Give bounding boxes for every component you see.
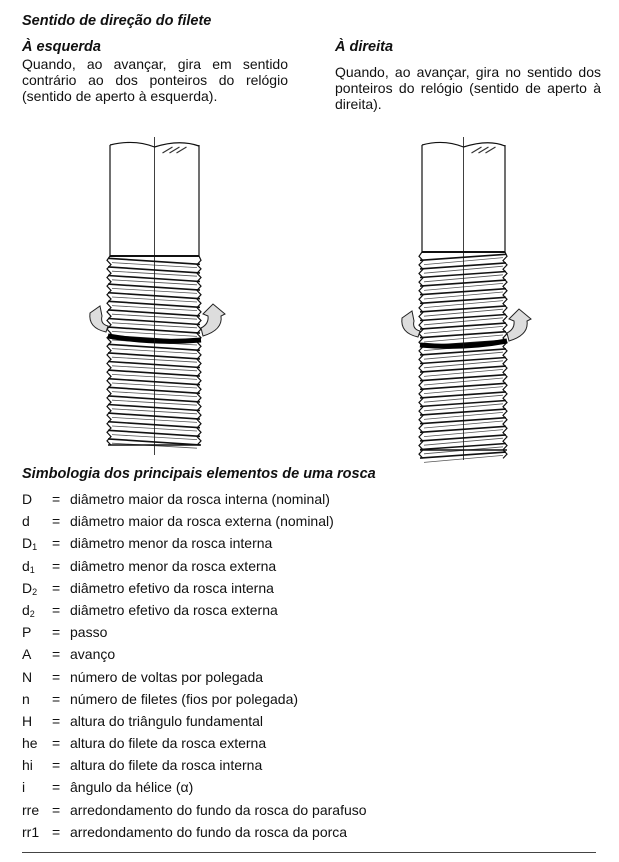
symbol: he — [22, 735, 38, 752]
symbol-description: altura do filete da rosca interna — [70, 757, 263, 774]
symbol-row: N = número de voltas por polegada — [22, 666, 367, 688]
left-hand-heading: À esquerda — [22, 39, 101, 55]
right-hand-description: Quando, ao avançar, gira no sentido dos … — [335, 64, 601, 112]
symbol-row: rre = arredondamento do fundo da rosca do … — [22, 799, 367, 821]
equals-sign: = — [52, 646, 61, 663]
symbol-row: i = ângulo da hélice (α) — [22, 776, 367, 798]
symbol-row: d1 = diâmetro menor da rosca externa — [22, 555, 367, 577]
symbol: D1 — [22, 535, 38, 553]
thread-illustrations — [89, 137, 532, 463]
symbol: D2 — [22, 579, 38, 597]
symbol: rre — [22, 801, 40, 818]
equals-sign: = — [52, 712, 61, 729]
symbol: n — [22, 690, 30, 707]
symbol: hi — [22, 757, 33, 774]
symbol-row: D = diâmetro maior da rosca interna (nomin… — [22, 488, 367, 510]
equals-sign: = — [52, 535, 61, 552]
symbol-row: he = altura do filete da rosca externa — [22, 732, 367, 754]
symbol-row: H = altura do triângulo fundamental — [22, 710, 367, 732]
symbol-description: diâmetro menor da rosca interna — [70, 535, 273, 552]
symbol-row: hi = altura do filete da rosca interna — [22, 754, 367, 776]
symbol-description: diâmetro efetivo da rosca externa — [70, 601, 278, 618]
divider — [22, 852, 596, 853]
right-hand-heading: À direita — [335, 39, 394, 55]
equals-sign: = — [52, 690, 61, 707]
equals-sign: = — [52, 624, 61, 641]
equals-sign: = — [52, 491, 61, 507]
symbol-description: ângulo da hélice (α) — [70, 779, 194, 796]
symbol-row: A = avanço — [22, 643, 367, 665]
symbol-description: altura do filete da rosca externa — [70, 735, 267, 752]
symbol: i — [22, 779, 26, 796]
symbol-row: D1 = diâmetro menor da rosca interna — [22, 532, 367, 554]
equals-sign: = — [52, 513, 61, 530]
symbology-list: D = diâmetro maior da rosca interna (nomin… — [22, 488, 367, 843]
symbol: N — [22, 668, 33, 685]
equals-sign: = — [52, 601, 61, 618]
symbol-description: número de filetes (fios por polegada) — [70, 690, 299, 707]
left-hand-description: Quando, ao avançar, gira em sentido cont… — [22, 56, 288, 104]
symbol-description: arredondamento do fundo da rosca da porc… — [70, 823, 348, 840]
symbol-description: diâmetro maior da rosca interna (nominal… — [70, 491, 330, 507]
left-hand-thread-bolt-illustration — [89, 137, 226, 455]
symbol-description: diâmetro efetivo da rosca interna — [70, 579, 274, 596]
symbol: d1 — [22, 557, 35, 575]
equals-sign: = — [52, 557, 61, 574]
equals-sign: = — [52, 735, 61, 752]
symbol: rr1 — [22, 823, 40, 840]
symbology-heading: Simbologia dos principais elementos de u… — [22, 466, 376, 482]
symbol-description: avanço — [70, 646, 116, 663]
symbol-row: P = passo — [22, 621, 367, 643]
symbol-description: passo — [70, 624, 108, 641]
symbol-description: número de voltas por polegada — [70, 668, 264, 685]
equals-sign: = — [52, 668, 61, 685]
equals-sign: = — [52, 757, 61, 774]
symbol-row: rr1 = arredondamento do fundo da rosca da … — [22, 821, 367, 843]
symbol-row: n = número de filetes (fios por polegada) — [22, 688, 367, 710]
symbol-description: diâmetro maior da rosca externa (nominal… — [70, 513, 334, 530]
symbol: d2 — [22, 601, 35, 619]
symbol-description: arredondamento do fundo da rosca do para… — [70, 801, 367, 818]
symbol-description: diâmetro menor da rosca externa — [70, 557, 277, 574]
right-hand-thread-bolt-illustration — [401, 137, 532, 463]
symbol: D — [22, 491, 33, 507]
equals-sign: = — [52, 779, 61, 796]
symbol: H — [22, 712, 33, 729]
symbol: A — [22, 646, 32, 663]
symbol: P — [22, 624, 32, 641]
symbol: d — [22, 513, 30, 530]
symbol-row: d2 = diâmetro efetivo da rosca externa — [22, 599, 367, 621]
equals-sign: = — [52, 823, 61, 840]
symbol-description: altura do triângulo fundamental — [70, 712, 264, 729]
symbol-row: d = diâmetro maior da rosca externa (nomin… — [22, 510, 367, 532]
section-title: Sentido de direção do filete — [22, 13, 212, 29]
equals-sign: = — [52, 579, 61, 596]
symbol-row: D2 = diâmetro efetivo da rosca interna — [22, 577, 367, 599]
equals-sign: = — [52, 801, 61, 818]
